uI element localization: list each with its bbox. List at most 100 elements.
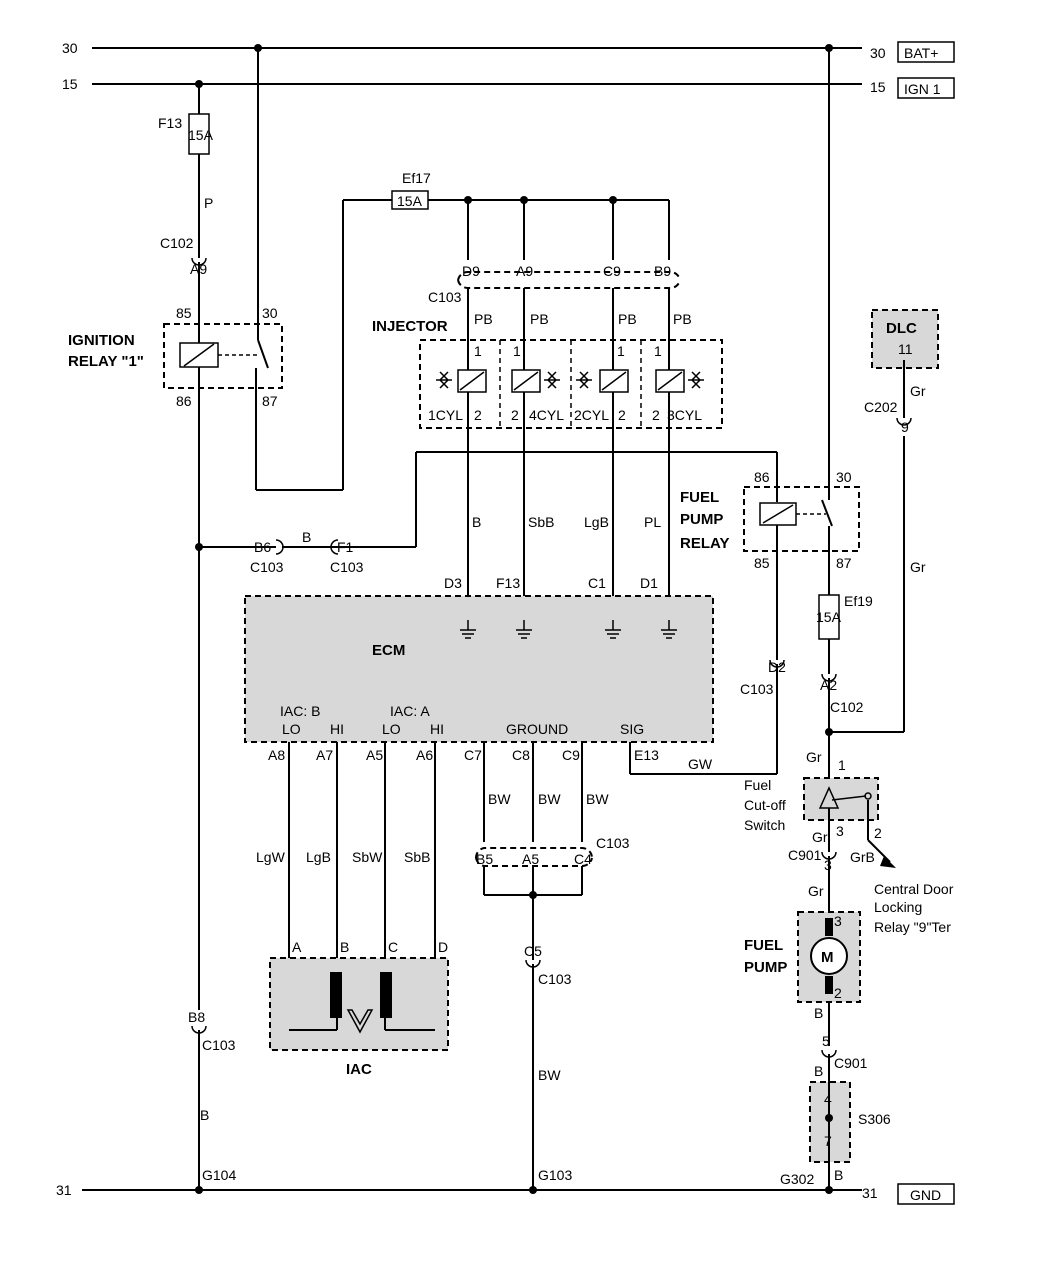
iac-wire-sbw: SbW xyxy=(352,849,383,865)
central-door-1: Central Door xyxy=(874,881,954,897)
inj-wire-lgb: LgB xyxy=(584,514,609,530)
b-1-label: B xyxy=(814,1005,823,1021)
fpr-pin-85: 85 xyxy=(754,555,770,571)
fpr-pin-87: 87 xyxy=(836,555,852,571)
connector-b6 xyxy=(275,539,284,555)
inj-pin-b9: B9 xyxy=(654,263,671,279)
ecm-lo-1: LO xyxy=(282,721,301,737)
gr-1-label: Gr xyxy=(806,749,822,765)
fuse-ef17-rating: 15A xyxy=(397,193,423,209)
gr-3-label: Gr xyxy=(808,883,824,899)
inj-wire-sbb: SbB xyxy=(528,514,554,530)
gnd-tag: GND xyxy=(910,1187,941,1203)
b6-label: B6 xyxy=(254,539,271,555)
dlc-pin: 11 xyxy=(898,341,913,357)
inj-label-4cyl: 4CYL xyxy=(529,407,564,423)
fuel-pump-relay: FUEL PUMP RELAY 86 30 85 87 xyxy=(680,469,860,571)
ecm-pin-e13: E13 xyxy=(634,747,659,763)
fuel-pump-m: M xyxy=(821,949,834,966)
inj-pin-d9: D9 xyxy=(462,263,480,279)
central-door-3: Relay "9"Ter xyxy=(874,919,951,935)
c103-d2-label: C103 xyxy=(740,681,774,697)
rail-30-left-label: 30 xyxy=(62,40,78,56)
c103-b6-label: C103 xyxy=(250,559,284,575)
g302-label: G302 xyxy=(780,1171,814,1187)
connector-c202 xyxy=(896,417,912,426)
ground-bus-connector: B5 A5 C4 C103 xyxy=(474,835,630,868)
fuse-ef19: Ef19 15A xyxy=(816,593,873,640)
fpr-pin-86: 86 xyxy=(754,469,770,485)
inj-wire-3: PB xyxy=(618,311,637,327)
injector-title: INJECTOR xyxy=(372,318,448,335)
inj2-pin1: 1 xyxy=(513,343,521,359)
ecm-pin-d3: D3 xyxy=(444,575,462,591)
fuel-pump: FUEL PUMP M 3 2 xyxy=(744,911,861,1003)
c901b-label: C901 xyxy=(834,1055,868,1071)
inj-label-2c: 2 xyxy=(618,407,626,423)
rail-30-right-label: 30 xyxy=(870,45,886,61)
rail-15: 15 15 IGN 1 xyxy=(62,76,955,99)
connector-f1 xyxy=(330,539,339,555)
c5-label: C5 xyxy=(524,943,542,959)
b-low-label: B xyxy=(200,1107,209,1123)
b8-label: B8 xyxy=(188,1009,205,1025)
gnd-wire-bw-2: BW xyxy=(538,791,561,807)
iac-wire-sbb: SbB xyxy=(404,849,430,865)
iac-wire-lgb: LgB xyxy=(306,849,331,865)
fuse-f13: F13 15A xyxy=(158,113,214,155)
s306-pin-4: 4 xyxy=(824,1091,832,1107)
fuse-f13-name: F13 xyxy=(158,115,182,131)
inj-wire-2: PB xyxy=(530,311,549,327)
g103-label: G103 xyxy=(538,1167,572,1183)
dlc-c202-label: C202 xyxy=(864,399,898,415)
fuel-pump-pin-2: 2 xyxy=(834,985,842,1001)
fuse-f13-rating: 15A xyxy=(188,127,214,143)
ecm-ground: GROUND xyxy=(506,721,568,737)
central-door-2: Locking xyxy=(874,899,922,915)
dlc-title: DLC xyxy=(886,320,917,337)
ecm-pin-a8: A8 xyxy=(268,747,285,763)
ig-relay-pin-86: 86 xyxy=(176,393,192,409)
gnd-pin-c4: C4 xyxy=(574,851,592,867)
s306-label: S306 xyxy=(858,1111,891,1127)
inj-wire-4: PB xyxy=(673,311,692,327)
ecm-pin-c7: C7 xyxy=(464,747,482,763)
iac-wire-lgw: LgW xyxy=(256,849,286,865)
wire-p-label: P xyxy=(204,195,213,211)
rail-31-left-label: 31 xyxy=(56,1182,72,1198)
ignition-relay-title-2: RELAY "1" xyxy=(68,353,144,370)
fuse-ef19-rating: 15A xyxy=(816,609,842,625)
rail-31: 31 31 GND xyxy=(56,1182,955,1205)
ignition-relay: IGNITION RELAY "1" 85 86 30 87 xyxy=(68,305,283,409)
ecm-pin-a7: A7 xyxy=(316,747,333,763)
iac-motor: A B C D IAC xyxy=(269,939,449,1078)
ig-relay-pin-85: 85 xyxy=(176,305,192,321)
b-2-label: B xyxy=(814,1063,823,1079)
iac-title: IAC xyxy=(346,1061,372,1078)
dlc-wire-label: Gr xyxy=(910,383,926,399)
bat-tag: BAT+ xyxy=(904,45,938,61)
inj1-pin1: 1 xyxy=(474,343,482,359)
ig-relay-pin-30: 30 xyxy=(262,305,278,321)
fuse-ef17: Ef17 15A xyxy=(391,170,431,210)
switch-pin-3: 3 xyxy=(836,823,844,839)
c102-label: C102 xyxy=(160,235,194,251)
inj-label-2d: 2 xyxy=(652,407,660,423)
iac-pin-d: D xyxy=(438,939,448,955)
c103-b8-label: C103 xyxy=(202,1037,236,1053)
b-3-label: B xyxy=(834,1167,843,1183)
bw-label: BW xyxy=(538,1067,561,1083)
fuel-pump-title-2: PUMP xyxy=(744,959,787,976)
ecm-iac-b: IAC: B xyxy=(280,703,320,719)
inj-wire-pl: PL xyxy=(644,514,661,530)
ecm-pin-c8: C8 xyxy=(512,747,530,763)
cutoff-label-1: Fuel xyxy=(744,777,771,793)
inj-wire-b: B xyxy=(472,514,481,530)
ecm-iac-a: IAC: A xyxy=(390,703,430,719)
rail-30: 30 30 BAT+ xyxy=(62,40,955,63)
pin-1-label: 1 xyxy=(838,757,846,773)
cutoff-label-3: Switch xyxy=(744,817,785,833)
ecm-hi-2: HI xyxy=(430,721,444,737)
gnd-connector-label: C103 xyxy=(596,835,630,851)
